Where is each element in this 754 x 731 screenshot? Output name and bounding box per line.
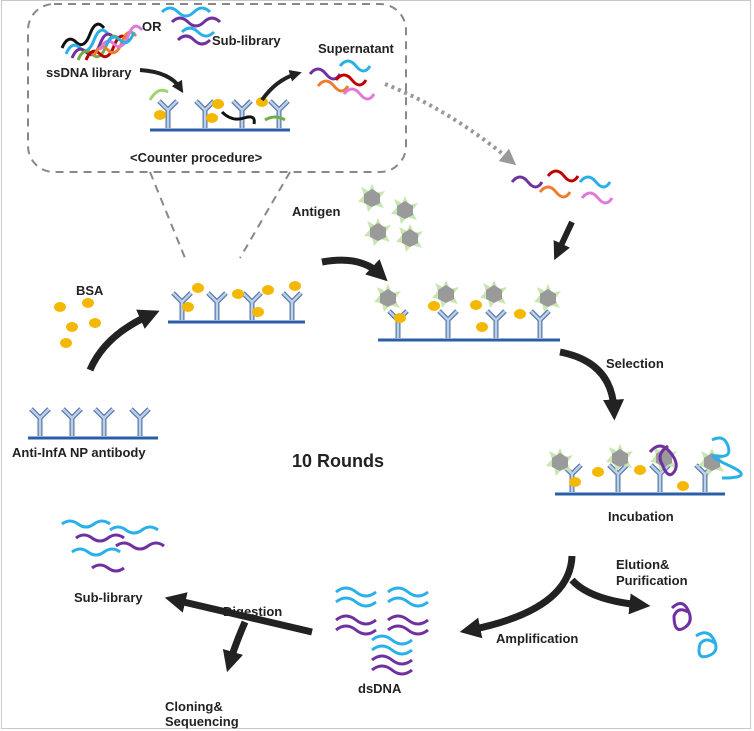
antibody-label: Anti-InfA NP antibody <box>12 445 146 460</box>
cloning-label-line2: Sequencing <box>165 714 239 729</box>
bsa-dots <box>54 298 101 348</box>
counter-plate <box>148 88 290 132</box>
rounds-label: 10 Rounds <box>292 451 385 471</box>
antigen-plate <box>374 280 561 342</box>
ssdna-library-label: ssDNA library <box>46 65 132 80</box>
supernatant-strands-right-icon <box>510 169 614 205</box>
supernatant-strands-icon <box>308 59 376 101</box>
digestion-label: Digestion <box>223 604 283 619</box>
counter-procedure-box <box>27 3 407 173</box>
bsa-label: BSA <box>76 283 104 298</box>
sub-library-top-icon <box>160 6 222 46</box>
eluted-aptamers-icon <box>670 602 718 659</box>
sub-library-bottom-label: Sub-library <box>74 590 143 605</box>
sub-library-top-label: Sub-library <box>212 33 281 48</box>
or-label: OR <box>142 19 162 34</box>
selection-label: Selection <box>606 356 664 371</box>
counter-procedure-label: <Counter procedure> <box>130 150 263 165</box>
incubation-plate <box>546 436 743 496</box>
antigen-cluster <box>358 184 423 252</box>
antibody-plate <box>28 409 158 440</box>
elution-label-line1: Elution& <box>616 557 670 572</box>
antigen-label: Antigen <box>292 204 341 219</box>
ssdna-library-icon <box>60 22 144 61</box>
incubation-label: Incubation <box>608 509 674 524</box>
elution-label-line2: Purification <box>616 573 688 588</box>
amplification-label: Amplification <box>496 631 579 646</box>
dsdna-icon <box>335 586 429 676</box>
blocked-plate <box>168 281 305 324</box>
cloning-label-line1: Cloning& <box>165 699 223 714</box>
dsdna-label: dsDNA <box>358 681 402 696</box>
sub-library-bottom-icon <box>61 519 165 573</box>
supernatant-label: Supernatant <box>318 41 394 56</box>
